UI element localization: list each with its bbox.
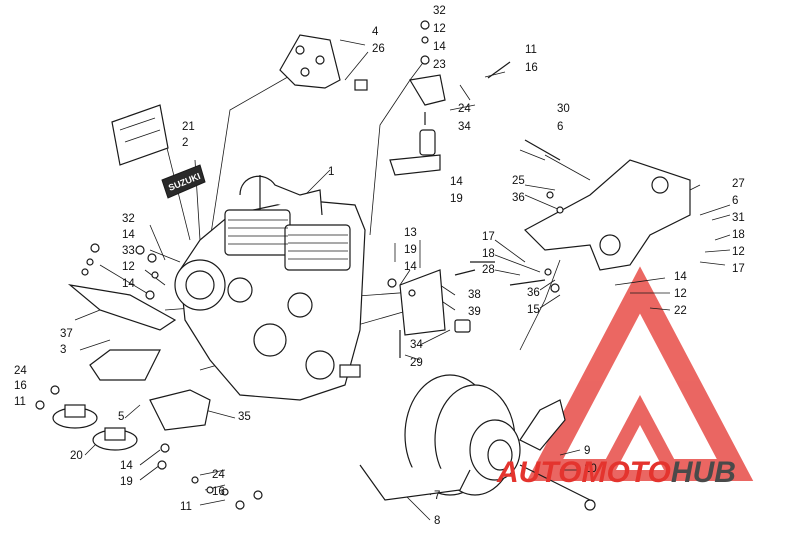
watermark-brand-dark: HUB [671,456,736,489]
callout-19-mid: 19 [450,193,463,205]
callout-14-top: 14 [433,41,446,53]
callout-7: 7 [434,490,440,502]
callout-11-bottom: 11 [180,501,192,513]
callout-32-left: 32 [122,213,135,225]
callout-labels: 32 12 14 11 16 23 24 34 4 26 1 21 2 14 1… [14,5,745,527]
triangle-a-icon [526,266,754,481]
callout-11-left: 11 [14,396,26,408]
engine-assembly [174,175,366,401]
callout-13: 13 [404,227,417,239]
callout-32-top: 32 [433,5,446,17]
callout-14-left: 14 [404,261,417,273]
right-bracket [524,139,691,271]
callout-14-right: 14 [674,271,687,283]
callout-34-top: 34 [458,121,471,133]
callout-19-left: 19 [404,244,417,256]
callout-3: 3 [60,344,66,356]
callout-2: 2 [182,137,188,149]
callout-30: 30 [557,103,570,115]
callout-12-right2: 12 [674,288,687,300]
callout-22: 22 [674,305,687,317]
callout-38: 38 [468,289,481,301]
callout-8: 8 [434,515,440,527]
callout-29: 29 [410,357,423,369]
callout-19-bottom: 19 [120,476,133,488]
left-brackets [67,243,177,381]
callout-14-left3: 14 [122,278,135,290]
callout-11-top: 11 [525,44,537,56]
callout-14-bottom: 14 [120,460,133,472]
callout-21: 21 [182,121,195,133]
callout-9: 9 [584,445,590,457]
callout-18-right: 18 [732,229,745,241]
callout-10: 10 [584,463,597,475]
callout-26: 26 [372,43,385,55]
callout-1: 1 [328,166,334,178]
callout-16-left: 16 [14,380,27,392]
watermark-brand-red: AUTO [496,456,581,489]
callout-37: 37 [60,328,73,340]
callout-35: 35 [238,411,251,423]
callout-24-left: 24 [14,365,27,377]
callout-12-left: 12 [122,261,135,273]
callout-5: 5 [118,411,124,423]
callout-25: 25 [512,175,525,187]
watermark: AUTOMOTOHUB [496,456,736,489]
callout-28: 28 [482,264,495,276]
callout-15: 15 [527,304,540,316]
top-mount [389,20,511,176]
drive-clutch-assembly [359,374,596,511]
callout-16-bottom: 16 [212,486,225,498]
callout-36-mid: 36 [527,287,540,299]
callout-27: 27 [732,178,745,190]
callout-34-mid: 34 [410,339,423,351]
callout-20: 20 [70,450,83,462]
watermark-brand: AUTOMOTOHUB [496,456,736,489]
callout-12-top: 12 [433,23,446,35]
lower-mounts [35,385,263,510]
callout-14-mid: 14 [450,176,463,188]
callout-6-top: 6 [557,121,563,133]
upper-bracket [279,34,368,91]
callout-33: 33 [122,245,135,257]
callout-17-mid: 17 [482,231,495,243]
callout-36-top: 36 [512,192,525,204]
mid-bracket [387,261,560,358]
callout-14-left2: 14 [122,229,135,241]
callout-39: 39 [468,306,481,318]
callout-16-top: 16 [525,62,538,74]
callout-12-right: 12 [732,246,745,258]
callout-24-bottom: 24 [212,469,225,481]
callout-31: 31 [732,212,745,224]
watermark-brand-mid: MOTO [581,456,670,489]
callout-4: 4 [372,26,379,38]
callout-6-right: 6 [732,195,738,207]
callout-24-top: 24 [458,103,471,115]
callout-23: 23 [433,59,446,71]
callout-18-mid: 18 [482,248,495,260]
callout-17-right: 17 [732,263,745,275]
decal-parts [111,104,206,199]
